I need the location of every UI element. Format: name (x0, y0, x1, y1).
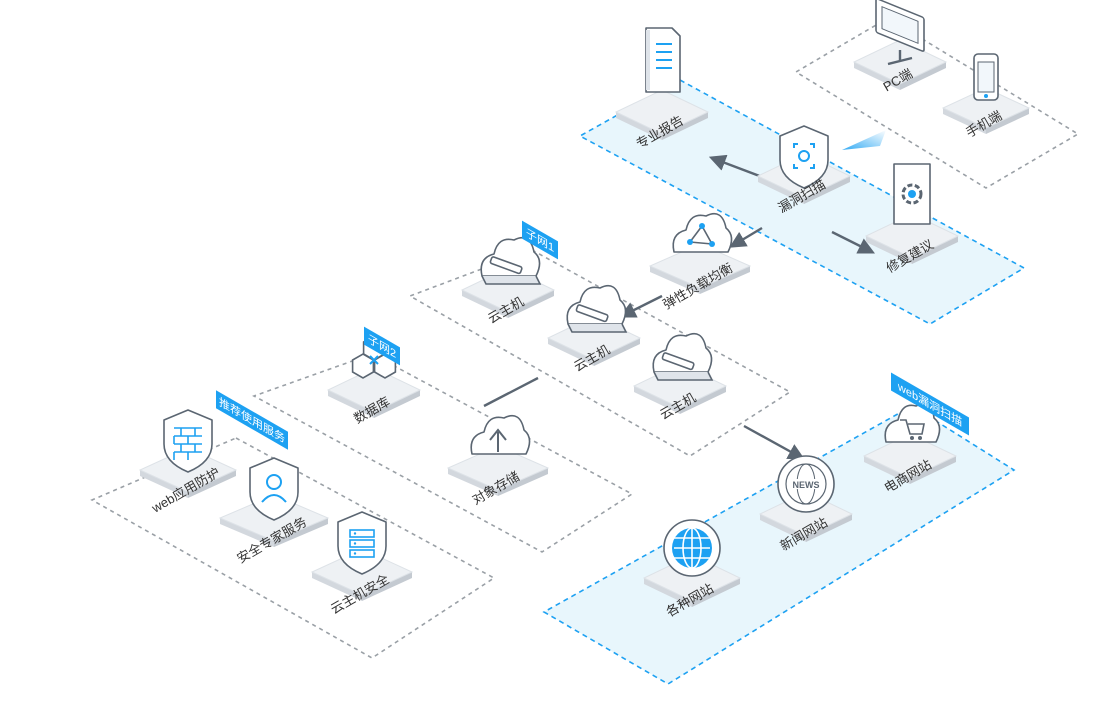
tile-side-right (692, 578, 740, 607)
zone-subnet1 (408, 249, 792, 457)
cloud-upload-icon (470, 414, 531, 455)
arrow-balancer-to-host (618, 294, 663, 318)
globe-icon (663, 519, 721, 577)
tile-side-right (912, 236, 958, 264)
shield-scan-icon (779, 125, 829, 189)
tile-side-left (220, 518, 274, 547)
node-host-security: 云主机安全 (310, 511, 414, 617)
tile (326, 367, 422, 413)
node-pc: PC端 (852, 0, 948, 94)
tile-side-left (644, 578, 692, 607)
zone-subnet2 (252, 353, 634, 553)
tile-side-right (362, 572, 412, 601)
tile-side-left (328, 390, 374, 418)
tile-side-left (462, 290, 508, 318)
node-load-balancer: 弹性负载均衡 (648, 212, 752, 312)
tile-side-right (804, 176, 850, 204)
firewall-shield-icon (163, 409, 213, 473)
scan-beam (842, 130, 886, 150)
tile (862, 433, 958, 479)
tile-side-right (508, 290, 554, 318)
tile-side-left (548, 338, 594, 366)
tile-side-right (188, 470, 236, 498)
node-websites: 各种网站 (642, 519, 742, 620)
cloud-network-icon (672, 212, 733, 253)
monitor-icon (875, 0, 925, 66)
node-mobile: 手机端 (941, 53, 1031, 140)
line-subnet-link (483, 376, 539, 408)
tile-side-left (448, 468, 498, 496)
tile-side-left (140, 470, 188, 498)
tile (642, 554, 742, 602)
tile-side-right (806, 514, 852, 542)
arrow-scan-to-fix (831, 230, 876, 254)
tile-side-right (498, 468, 548, 496)
gear-icon (893, 163, 931, 225)
node-host3: 云主机 (632, 332, 728, 422)
node-host2: 云主机 (546, 284, 642, 374)
tile-side-right (374, 390, 420, 418)
nodes: PC端手机端专业报告漏洞扫描修复建议弹性负载均衡云主机云主机云主机数据库对象存储… (138, 0, 1031, 620)
node-expert: 安全专家服务 (218, 457, 330, 566)
svg-text:NEWS: NEWS (793, 480, 820, 490)
cloud-server-icon (480, 236, 542, 285)
tile (941, 87, 1031, 129)
news-globe-icon: NEWS (777, 455, 835, 513)
cloud-server-icon (566, 284, 628, 333)
tile (758, 491, 854, 537)
tile-side-left (312, 572, 362, 601)
cloud-server-icon (652, 332, 714, 381)
arrow-subnet1-to-websites (743, 424, 805, 460)
document-icon (645, 27, 681, 93)
tile-side-right (900, 62, 946, 90)
tile-side-left (943, 108, 986, 134)
tile (648, 243, 752, 289)
zone-recommended (90, 437, 496, 659)
tile-side-right (910, 456, 956, 484)
tile (864, 213, 960, 259)
tile-side-left (864, 456, 910, 484)
node-waf: web应用防护 (138, 409, 238, 516)
tag-label: 推荐使用服务 (219, 395, 285, 446)
tile-side-left (760, 514, 806, 542)
arrow-scan-to-balancer (729, 226, 763, 248)
cart-cloud-icon (884, 402, 941, 443)
node-storage: 对象存储 (446, 414, 550, 508)
phone-icon (973, 53, 999, 101)
user-shield-icon (249, 457, 299, 521)
tile-side-right (662, 112, 708, 140)
tile-side-left (634, 386, 680, 414)
tile-side-right (700, 266, 750, 294)
tile-side-left (866, 236, 912, 264)
tile-side-right (274, 518, 328, 547)
node-host1: 云主机 (460, 236, 556, 326)
tile (614, 89, 710, 135)
server-shield-icon (337, 511, 387, 575)
tile-side-left (854, 62, 900, 90)
tile-side-right (986, 108, 1029, 134)
tile-side-right (680, 386, 726, 414)
zone-devices (794, 17, 1080, 189)
tile (446, 445, 550, 491)
tag-recommended: 推荐使用服务 (216, 390, 288, 450)
tile-side-left (616, 112, 662, 140)
tile-side-right (594, 338, 640, 366)
tile-side-left (758, 176, 804, 204)
tile-side-left (650, 266, 700, 294)
